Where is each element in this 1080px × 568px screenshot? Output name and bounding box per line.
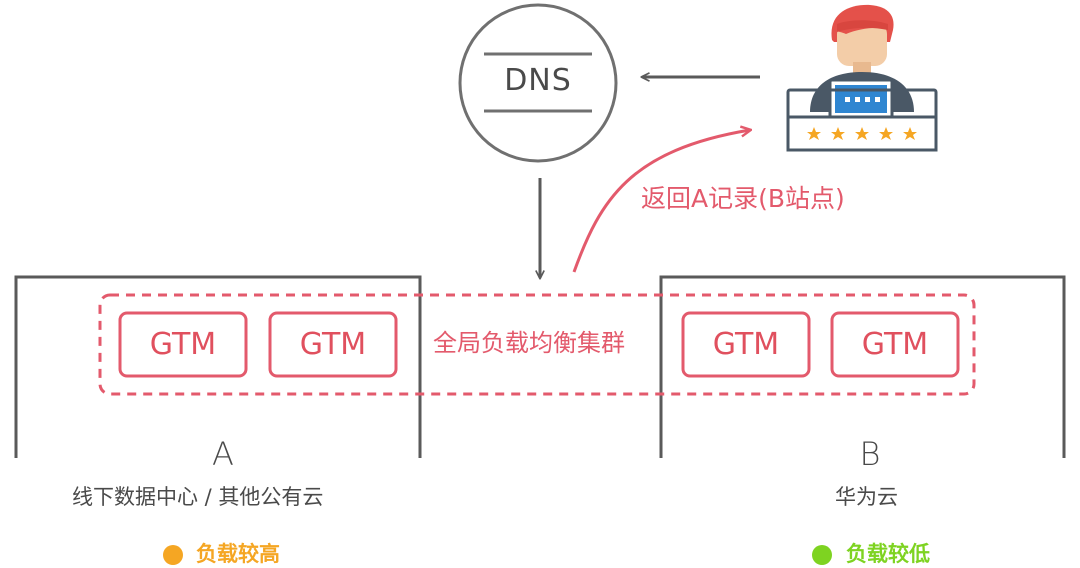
site-b-letter: B	[859, 435, 881, 473]
gtm-node-a1	[118, 311, 248, 378]
site-a-load-label: 负载较高	[196, 542, 280, 566]
site-b-description: 华为云	[835, 485, 898, 509]
gtm-label-a1: GTM	[149, 327, 217, 362]
gtm-cluster-box	[98, 293, 976, 396]
customer-service-operator-icon	[786, 4, 938, 152]
gtm-node-b2	[830, 311, 960, 378]
gtm-label-b1: GTM	[712, 327, 780, 362]
dns-server-node	[458, 3, 618, 163]
return-record-arrow	[572, 130, 750, 273]
gtm-node-b1	[681, 311, 811, 378]
site-b-load-indicator-icon	[812, 545, 832, 565]
dns-label: DNS	[504, 63, 572, 98]
cluster-label: 全局负载均衡集群	[433, 329, 625, 357]
site-a-description: 线下数据中心 / 其他公有云	[72, 485, 324, 509]
site-a-load-indicator-icon	[163, 545, 183, 565]
site-b-frame	[659, 275, 1066, 458]
site-a-letter: A	[212, 435, 234, 473]
site-a-frame	[14, 275, 422, 458]
gtm-node-a2	[268, 311, 398, 378]
site-b-load-label: 负载较低	[846, 542, 930, 566]
return-record-label: 返回A记录(B站点)	[641, 184, 845, 213]
gtm-label-a2: GTM	[299, 327, 367, 362]
gtm-label-b2: GTM	[861, 327, 929, 362]
